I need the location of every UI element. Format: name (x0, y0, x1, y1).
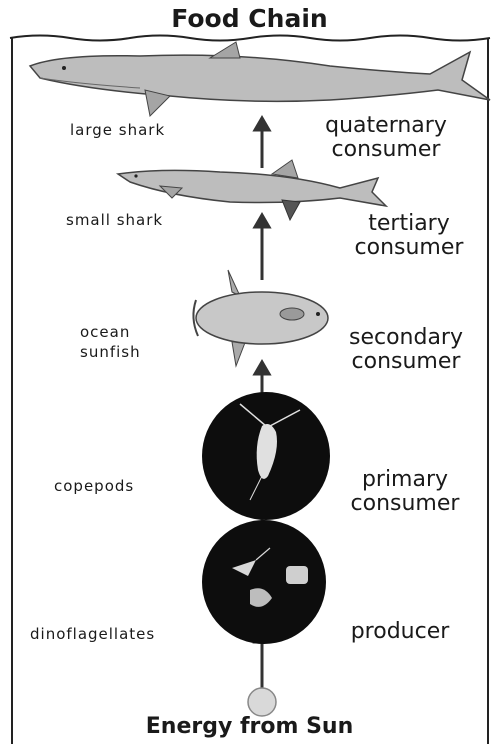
role-label-secondary: secondary consumer (326, 326, 486, 374)
role-label-producer: producer (330, 620, 470, 644)
energy-source-label: Energy from Sun (145, 714, 354, 739)
role-line: consumer (351, 349, 461, 374)
small-shark-illustration (115, 159, 389, 222)
organism-label-dinoflagellates: dinoflagellates (30, 625, 156, 643)
role-label-tertiary: tertiary consumer (334, 212, 484, 260)
organism-label-large-shark: large shark (70, 121, 166, 139)
organism-label-ocean-sunfish: ocean sunfish (80, 322, 141, 362)
organism-label-line: ocean (80, 323, 131, 341)
role-line: consumer (350, 491, 460, 516)
role-line: primary (361, 467, 449, 492)
role-line: producer (350, 619, 450, 644)
role-line: quaternary (325, 113, 447, 138)
ocean-sunfish-illustration (192, 269, 329, 368)
role-line: consumer (331, 137, 441, 162)
organism-label-copepods: copepods (54, 477, 135, 495)
copepods-illustration (202, 392, 330, 520)
organism-label-line: sunfish (80, 343, 141, 361)
role-label-quaternary: quaternary consumer (316, 114, 456, 162)
role-label-primary: primary consumer (330, 468, 480, 516)
organism-label-small-shark: small shark (66, 211, 164, 229)
water-surface-line (9, 34, 491, 42)
role-line: consumer (354, 235, 464, 260)
diagram-title: Food Chain (171, 4, 328, 33)
sun-illustration (247, 687, 277, 717)
role-line: secondary (348, 325, 463, 350)
large-shark-illustration (28, 41, 491, 118)
role-line: tertiary (368, 211, 450, 236)
dinoflagellates-illustration (202, 520, 326, 644)
